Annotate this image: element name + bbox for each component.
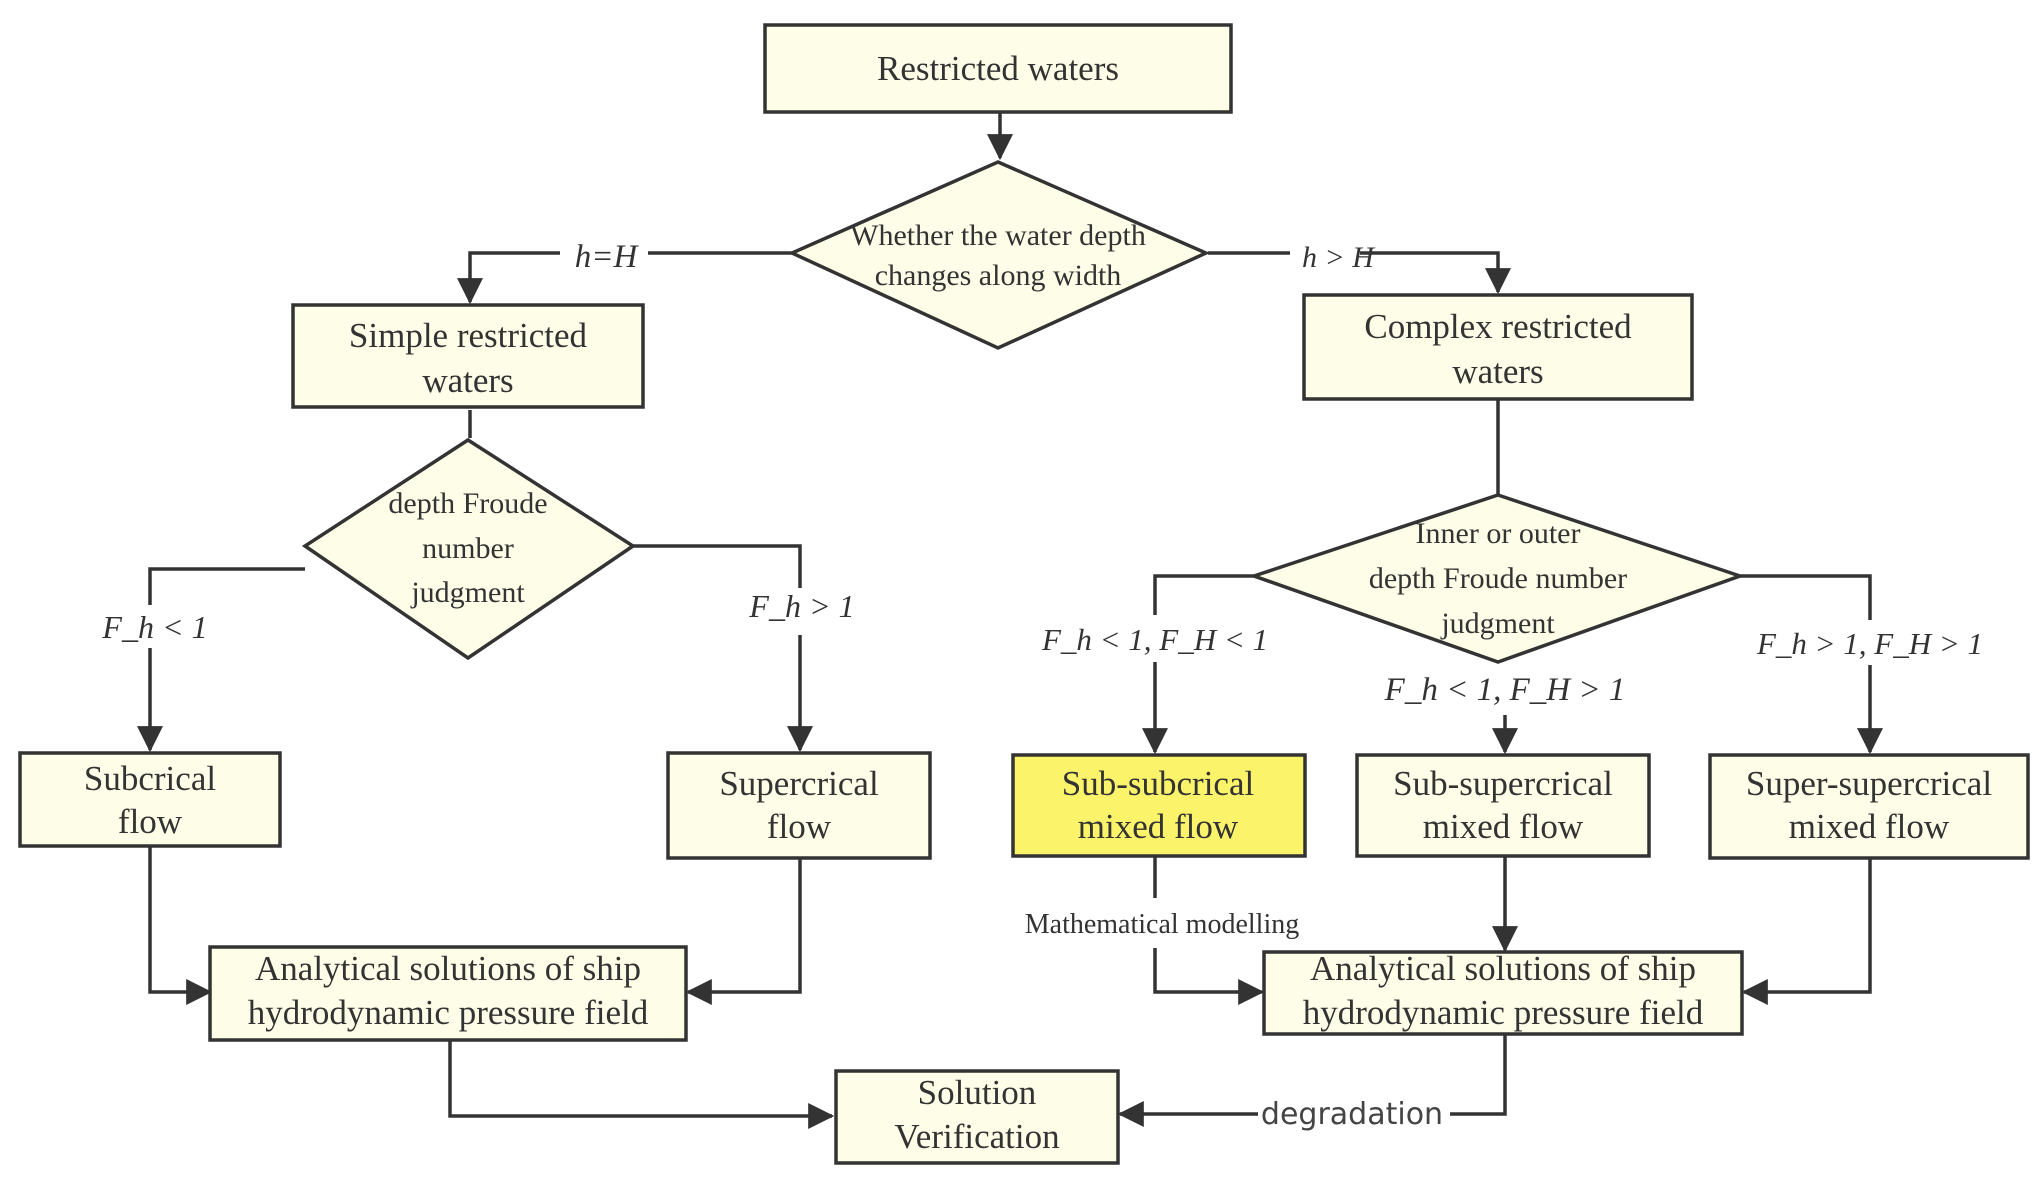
edge-analytical-left-to-verification: [448, 1040, 835, 1129]
edge-subsub-to-analytical-b: [1153, 948, 1265, 1005]
node-analytical-right-line1: Analytical solutions of ship: [1310, 949, 1696, 988]
node-restricted-waters-label: Restricted waters: [877, 49, 1119, 88]
node-supercritical-line1: Supercrical: [719, 764, 879, 803]
edge-analytical-right-to-verification: [1450, 1034, 1507, 1116]
node-sub-subcritical: Sub-subcrical mixed flow: [1011, 753, 1307, 858]
edge-subcritical-to-analytical: [148, 846, 213, 1005]
label-mathematical-modelling: Mathematical modelling: [1025, 909, 1299, 940]
node-analytical-right-line2: hydrodynamic pressure field: [1303, 993, 1704, 1032]
edges: [137, 112, 1883, 1129]
edge-decision-to-complex-b: [1360, 251, 1511, 295]
decision-froude-complex-line1: Inner or outer: [1416, 517, 1581, 550]
edge-inner-to-subsub: [1153, 574, 1254, 615]
node-solution-verification-line2: Verification: [894, 1117, 1059, 1156]
node-supercritical-flow: Supercrical flow: [666, 751, 932, 860]
node-analytical-left-line1: Analytical solutions of ship: [255, 949, 641, 988]
node-subcritical-line2: flow: [118, 802, 183, 841]
node-solution-verification: Solution Verification: [834, 1069, 1120, 1165]
node-restricted-waters: Restricted waters: [763, 23, 1233, 114]
label-fh-gt-1-fH-gt-1: F_h > 1, F_H > 1: [1756, 626, 1983, 661]
node-analytical-left-line2: hydrodynamic pressure field: [248, 993, 649, 1032]
node-solution-verification-line1: Solution: [918, 1073, 1037, 1112]
node-analytical-left: Analytical solutions of ship hydrodynami…: [208, 945, 688, 1042]
decision-froude-complex-line2: depth Froude number: [1369, 562, 1627, 595]
node-analytical-right: Analytical solutions of ship hydrodynami…: [1262, 949, 1744, 1036]
decision-water-depth: Whether the water depth changes along wi…: [787, 160, 1211, 350]
label-fh-lt-1-fH-gt-1: F_h < 1, F_H > 1: [1384, 672, 1626, 708]
edge-supercritical-to-analytical: [685, 858, 802, 1005]
node-sub-subcritical-line1: Sub-subcrical: [1062, 764, 1255, 803]
edge-froude-to-subcritical: [148, 567, 305, 605]
node-sub-supercritical-line1: Sub-supercrical: [1393, 764, 1613, 803]
node-sub-subcritical-line2: mixed flow: [1078, 807, 1239, 846]
decision-water-depth-line2: changes along width: [875, 259, 1122, 292]
label-h-greater-H: h > H: [1302, 241, 1376, 274]
decision-froude-simple-line3: judgment: [410, 576, 525, 609]
node-sub-supercritical: Sub-supercrical mixed flow: [1355, 753, 1651, 858]
node-sub-supercritical-line2: mixed flow: [1423, 807, 1584, 846]
node-simple-restricted-line1: Simple restricted: [349, 316, 588, 355]
node-supercritical-line2: flow: [767, 807, 832, 846]
label-fh-lt-1: F_h < 1: [101, 609, 207, 645]
node-complex-restricted-line2: waters: [1452, 352, 1543, 391]
node-super-supercritical-line2: mixed flow: [1789, 807, 1950, 846]
decision-froude-simple-line2: number: [422, 532, 514, 565]
decision-froude-simple-line1: depth Froude: [388, 487, 547, 520]
decision-water-depth-line1: Whether the water depth: [850, 219, 1146, 252]
edge-inner-to-supersuper: [1740, 574, 1872, 620]
node-super-supercritical-line1: Super-supercrical: [1746, 764, 1992, 803]
label-h-equal-H: h=H: [575, 239, 640, 275]
label-fh-lt-1-fH-lt-1: F_h < 1, F_H < 1: [1041, 622, 1268, 657]
node-subcritical-line1: Subcrical: [84, 759, 216, 798]
decision-froude-simple: depth Froude number judgment: [301, 437, 637, 661]
node-super-supercritical: Super-supercrical mixed flow: [1708, 753, 2030, 860]
edge-froude-to-supercritical: [633, 544, 802, 588]
label-fh-gt-1: F_h > 1: [748, 588, 854, 624]
node-simple-restricted: Simple restricted waters: [291, 303, 645, 409]
edge-decision-to-simple-b: [457, 251, 560, 305]
label-degradation: degradation: [1261, 1097, 1443, 1132]
node-complex-restricted: Complex restricted waters: [1302, 293, 1694, 401]
node-simple-restricted-line2: waters: [422, 361, 513, 400]
edge-supersuper-to-analytical: [1741, 858, 1872, 1005]
node-complex-restricted-line1: Complex restricted: [1364, 307, 1632, 346]
decision-froude-complex: Inner or outer depth Froude number judgm…: [1248, 493, 1746, 664]
decision-froude-complex-line3: judgment: [1440, 607, 1555, 640]
node-subcritical-flow: Subcrical flow: [18, 751, 282, 848]
